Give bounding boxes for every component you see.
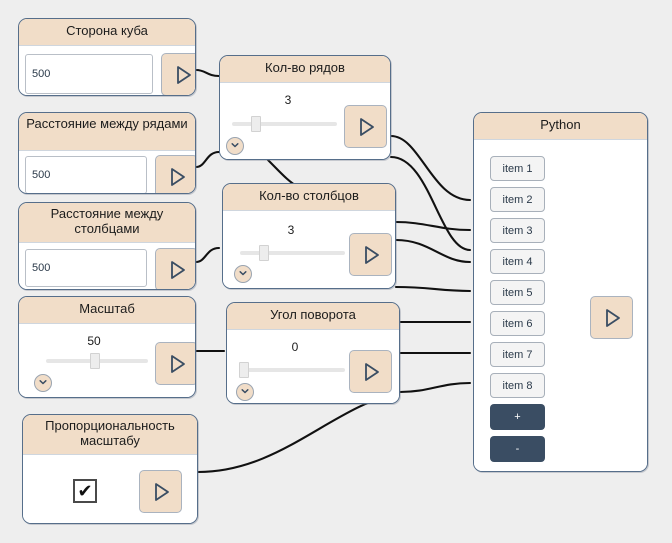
node-title-rotation-angle: Угол поворота xyxy=(227,303,399,330)
node-rotation-angle[interactable]: Угол поворота 0 xyxy=(226,302,400,404)
node-columns-count[interactable]: Кол-во столбцов 3 xyxy=(222,183,396,289)
play-icon xyxy=(354,115,378,139)
python-item-3[interactable]: item 3 xyxy=(490,218,545,243)
rotation-angle-run-button[interactable] xyxy=(349,350,392,393)
columns-count-slider-track[interactable] xyxy=(240,251,345,255)
node-body-columns-count: 3 xyxy=(223,211,395,288)
scale-slider-value: 50 xyxy=(87,334,101,348)
wire-rows-to-python-1 xyxy=(389,134,472,202)
scale-chevron-down-button[interactable] xyxy=(34,374,52,392)
python-item-2[interactable]: item 2 xyxy=(490,187,545,212)
python-item-6[interactable]: item 6 xyxy=(490,311,545,336)
python-item-1[interactable]: item 1 xyxy=(490,156,545,181)
python-item-8[interactable]: item 8 xyxy=(490,373,545,398)
node-body-rotation-angle: 0 xyxy=(227,330,399,403)
rows-count-chevron-down-button[interactable] xyxy=(226,137,244,155)
play-icon xyxy=(165,258,189,282)
node-body-row-spacing: 500 xyxy=(19,151,195,193)
rows-count-slider-value: 3 xyxy=(284,93,292,107)
wire-columns-to-python-2 xyxy=(394,238,472,264)
node-title-scale: Масштаб xyxy=(19,297,195,324)
row-spacing-run-button[interactable] xyxy=(155,155,195,193)
rotation-angle-chevron-down-button[interactable] xyxy=(236,383,254,401)
scale-proportional-run-button[interactable] xyxy=(139,470,182,513)
node-scale-proportional[interactable]: Пропорциональность масштабу ✔ xyxy=(22,414,198,524)
rotation-angle-slider-thumb[interactable] xyxy=(239,362,249,378)
scale-proportional-checkbox[interactable]: ✔ xyxy=(73,479,97,503)
rows-count-run-button[interactable] xyxy=(344,105,387,148)
node-body-python: item 1 item 2 item 3 item 4 item 5 item … xyxy=(474,140,647,471)
node-body-column-spacing: 500 xyxy=(19,243,195,289)
python-item-7[interactable]: item 7 xyxy=(490,342,545,367)
scale-slider-thumb[interactable] xyxy=(90,353,100,369)
wire-cube-side xyxy=(194,68,221,78)
rows-count-slider-track[interactable] xyxy=(232,122,337,126)
wire-columns-to-python-3 xyxy=(394,285,472,293)
column-spacing-run-button[interactable] xyxy=(155,248,195,289)
cube-side-input[interactable]: 500 xyxy=(25,54,153,94)
play-icon xyxy=(359,360,383,384)
chevron-down-icon xyxy=(238,265,248,283)
node-column-spacing[interactable]: Расстояние между столбцами 500 xyxy=(18,202,196,290)
columns-count-chevron-down-button[interactable] xyxy=(234,265,252,283)
node-body-rows-count: 3 xyxy=(220,83,390,159)
check-icon: ✔ xyxy=(77,481,93,501)
node-title-python: Python xyxy=(474,113,647,140)
rotation-angle-slider-value: 0 xyxy=(291,340,299,354)
wire-column-spacing xyxy=(194,246,221,264)
python-run-button[interactable] xyxy=(590,296,633,339)
node-title-cube-side: Сторона куба xyxy=(19,19,195,46)
node-scale[interactable]: Масштаб 50 xyxy=(18,296,196,398)
play-icon xyxy=(149,480,173,504)
columns-count-slider-thumb[interactable] xyxy=(259,245,269,261)
rows-count-slider-thumb[interactable] xyxy=(251,116,261,132)
chevron-down-icon xyxy=(240,383,250,401)
node-title-row-spacing: Расстояние между рядами xyxy=(19,113,195,151)
node-title-columns-count: Кол-во столбцов xyxy=(223,184,395,211)
node-body-scale-proportional: ✔ xyxy=(23,455,197,523)
node-python[interactable]: Python item 1 item 2 item 3 item 4 item … xyxy=(473,112,648,472)
play-icon xyxy=(165,165,189,189)
node-row-spacing[interactable]: Расстояние между рядами 500 xyxy=(18,112,196,194)
python-item-5[interactable]: item 5 xyxy=(490,280,545,305)
rotation-angle-slider-track[interactable] xyxy=(240,368,345,372)
python-add-button[interactable]: + xyxy=(490,404,545,430)
wire-row-spacing xyxy=(194,150,221,169)
node-body-scale: 50 xyxy=(19,324,195,397)
cube-side-run-button[interactable] xyxy=(161,53,195,95)
wire-rows-to-python-2 xyxy=(389,155,472,252)
row-spacing-input[interactable]: 500 xyxy=(25,156,147,193)
wire-rotation-to-python-3 xyxy=(398,381,472,394)
chevron-down-icon xyxy=(230,137,240,155)
node-cube-side[interactable]: Сторона куба 500 xyxy=(18,18,196,96)
columns-count-slider-value: 3 xyxy=(287,223,295,237)
play-icon xyxy=(359,243,383,267)
node-title-column-spacing: Расстояние между столбцами xyxy=(19,203,195,243)
node-title-scale-proportional: Пропорциональность масштабу xyxy=(23,415,197,455)
columns-count-run-button[interactable] xyxy=(349,233,392,276)
node-body-cube-side: 500 xyxy=(19,46,195,95)
play-icon xyxy=(165,352,189,376)
play-icon xyxy=(171,63,195,87)
play-icon xyxy=(600,306,624,330)
scale-run-button[interactable] xyxy=(155,342,195,385)
wire-proportional-to-python xyxy=(196,390,402,474)
column-spacing-input[interactable]: 500 xyxy=(25,249,147,287)
python-item-4[interactable]: item 4 xyxy=(490,249,545,274)
python-remove-button[interactable]: - xyxy=(490,436,545,462)
node-rows-count[interactable]: Кол-во рядов 3 xyxy=(219,55,391,160)
chevron-down-icon xyxy=(38,374,48,392)
node-title-rows-count: Кол-во рядов xyxy=(220,56,390,83)
wire-columns-to-python-1 xyxy=(394,220,472,232)
